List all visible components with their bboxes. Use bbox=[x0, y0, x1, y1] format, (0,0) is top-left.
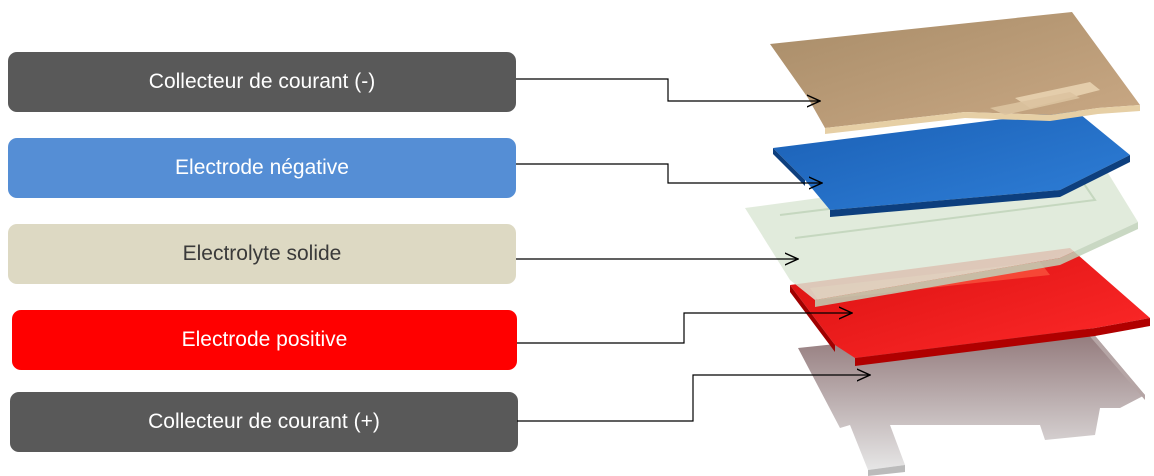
label-current-collector-negative: Collecteur de courant (-) bbox=[8, 52, 516, 112]
label-text: Electrolyte solide bbox=[182, 242, 342, 265]
label-text: Collecteur de courant (+) bbox=[148, 410, 380, 433]
connector-negative-electrode bbox=[516, 163, 822, 183]
connector-lines bbox=[516, 78, 870, 422]
label-solid-electrolyte: Electrolyte solide bbox=[8, 224, 516, 284]
label-text: Electrode positive bbox=[181, 328, 348, 351]
label-negative-electrode: Electrode négative bbox=[8, 138, 516, 198]
connector-current-collector-positive bbox=[517, 375, 870, 422]
layer-negative-electrode bbox=[773, 110, 1130, 217]
connector-positive-electrode bbox=[517, 313, 852, 344]
label-text: Electrode négative bbox=[175, 156, 349, 179]
label-current-collector-positive: Collecteur de courant (+) bbox=[10, 392, 518, 452]
label-text: Collecteur de courant (-) bbox=[148, 70, 376, 93]
label-positive-electrode: Electrode positive bbox=[12, 310, 517, 370]
connector-current-collector-negative bbox=[516, 78, 820, 101]
layer-current-collector-negative bbox=[770, 12, 1140, 134]
